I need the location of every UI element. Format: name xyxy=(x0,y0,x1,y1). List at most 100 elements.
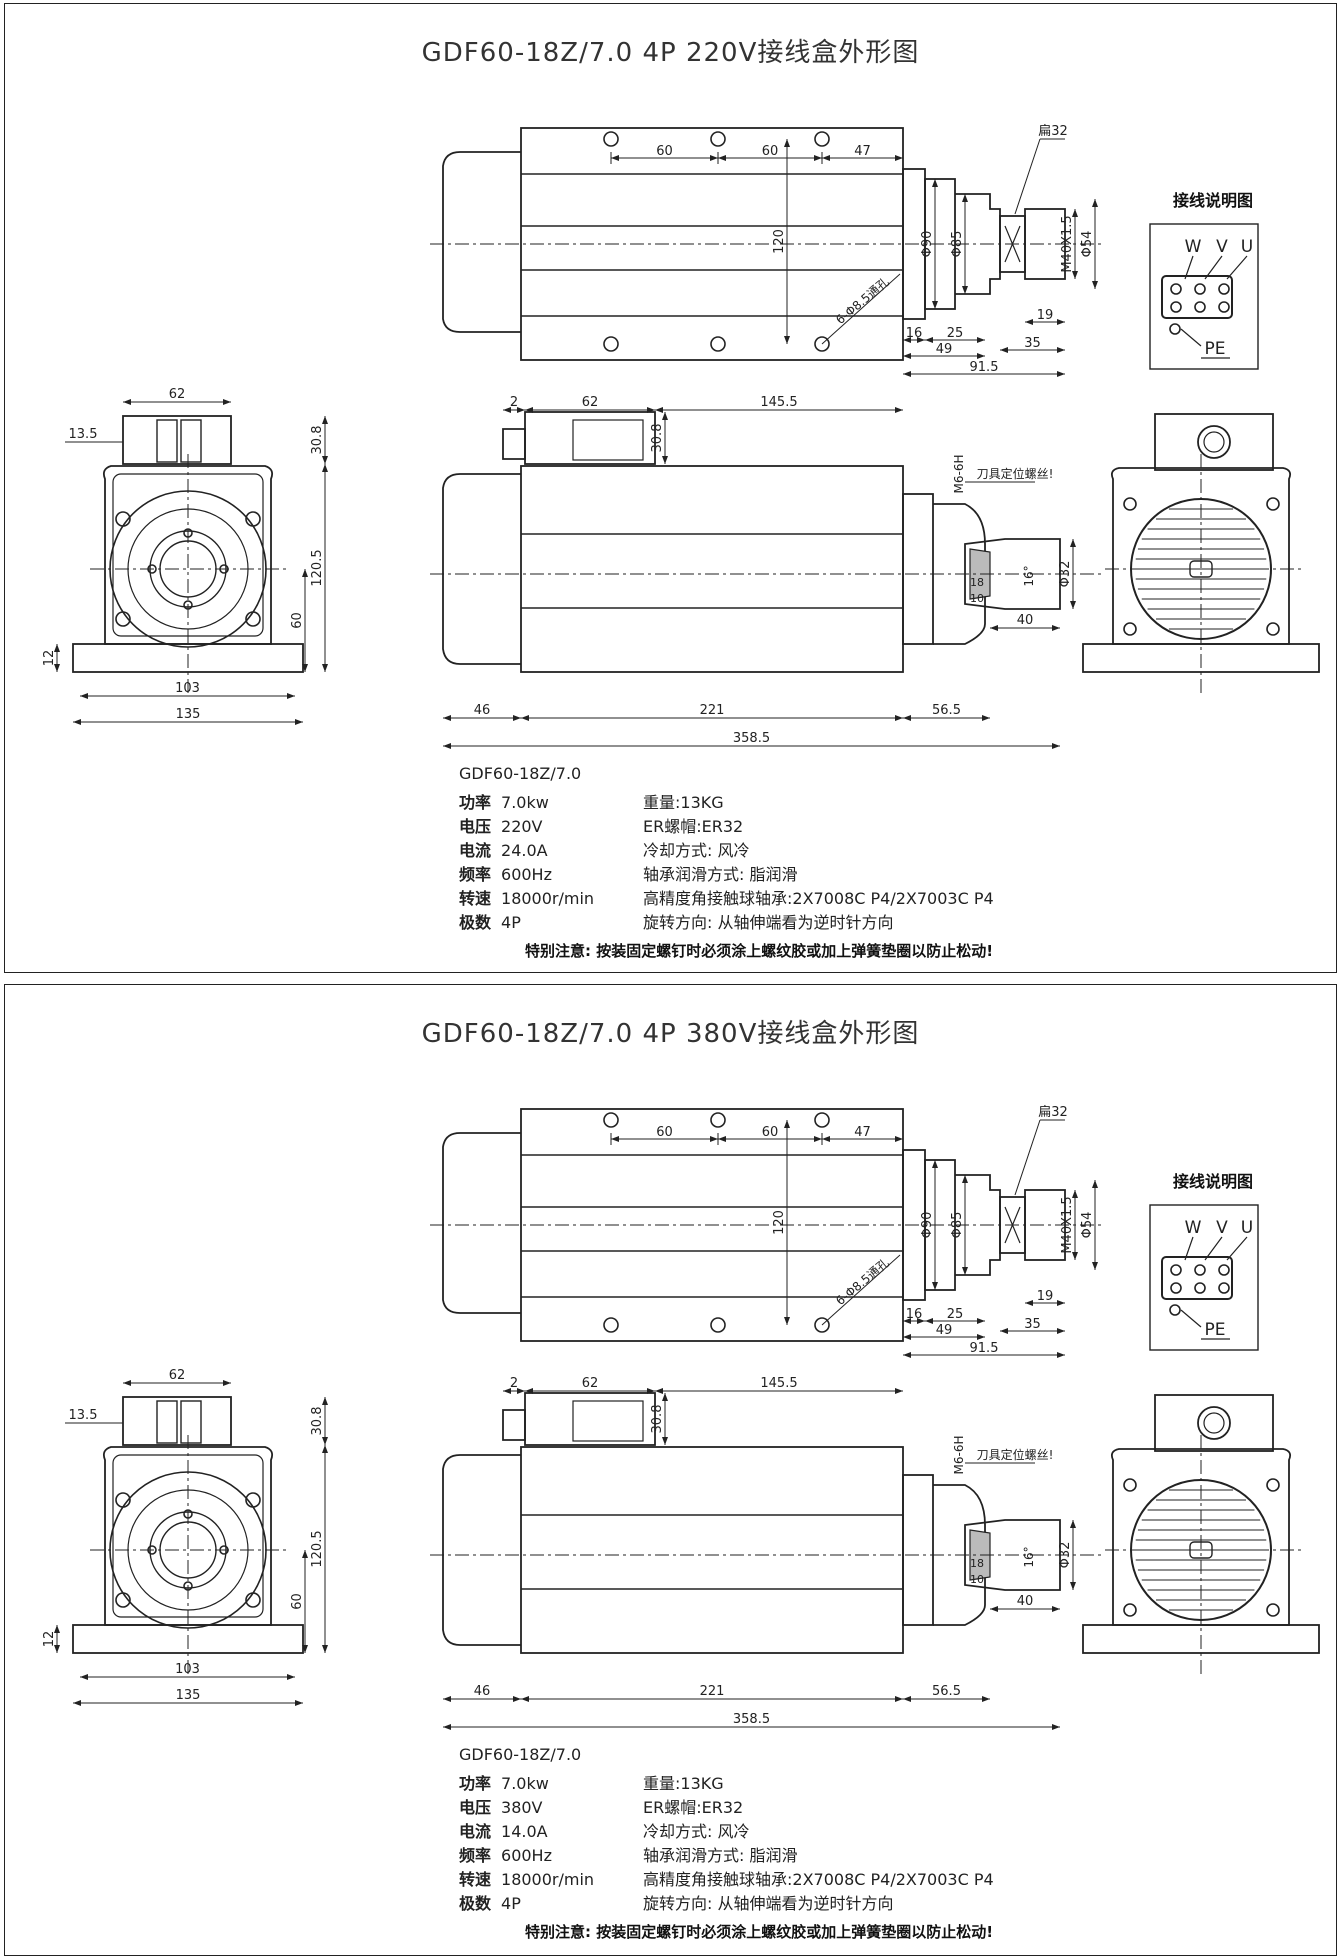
dimension-arrow xyxy=(903,1318,925,1324)
corner-bolt xyxy=(1123,1478,1137,1492)
terminal-screw xyxy=(1170,1264,1182,1276)
dimension-label: 19 xyxy=(1037,1289,1054,1304)
dimension-label: 60 xyxy=(762,144,779,159)
motor-cap-side xyxy=(442,473,521,665)
dimension-label: 35 xyxy=(1024,1317,1041,1332)
terminal-screw xyxy=(1170,1282,1182,1294)
spec-rotation: 旋转方向: 从轴伸端看为逆时针方向 xyxy=(643,913,894,932)
dimension-label: 56.5 xyxy=(932,703,961,718)
front-flange-side xyxy=(902,1474,934,1626)
dimension-label: 120.5 xyxy=(310,1530,325,1567)
corner-bolt xyxy=(1123,622,1137,636)
mount-hole xyxy=(710,1317,726,1333)
spec-bearings: 高精度角接触球轴承:2X7008C P4/2X7003C P4 xyxy=(643,889,994,908)
cable-gland-rear xyxy=(1197,425,1231,459)
dimension-label: 135 xyxy=(176,707,201,722)
dimension-label: 49 xyxy=(936,1323,953,1338)
outline-line xyxy=(1180,328,1202,347)
mount-hole xyxy=(814,336,830,352)
motor-housing-rear xyxy=(1110,467,1292,645)
mount-hole xyxy=(814,1112,830,1128)
outline-line xyxy=(821,1254,901,1326)
dimension-label: 16 xyxy=(906,326,923,341)
corner-bolt xyxy=(245,511,261,527)
outline-line xyxy=(821,273,901,345)
dimension-label: 13.5 xyxy=(69,427,98,442)
dimension-label: 60 xyxy=(762,1125,779,1140)
dimension-label: 30.8 xyxy=(650,1405,665,1434)
dimension-arrow xyxy=(1025,319,1065,325)
mount-hole xyxy=(603,1317,619,1333)
spec-collet-nut: ER螺帽:ER32 xyxy=(643,817,744,836)
junction-box-rear xyxy=(1154,413,1274,471)
dimension-label: 25 xyxy=(947,1307,964,1322)
terminal-lead xyxy=(1184,255,1248,280)
dimension-label: 10 xyxy=(970,592,984,605)
dimension-label: Φ90 xyxy=(920,1212,935,1239)
dimension-arrow xyxy=(54,644,60,672)
corner-bolt xyxy=(245,1492,261,1508)
dimension-label: 62 xyxy=(169,387,186,402)
corner-bolt xyxy=(115,611,131,627)
terminal-screw xyxy=(1170,283,1182,295)
dimension-arrow xyxy=(1025,1300,1065,1306)
dimension-label: 62 xyxy=(582,1376,599,1391)
bearing-housing-top xyxy=(924,178,956,310)
warning-note: 特别注意: 按装固定螺钉时必须涂上螺纹胶或加上弹簧垫圈以防止松动! xyxy=(525,942,994,960)
terminal-screw xyxy=(1194,1264,1206,1276)
dimension-label: 6-Φ8.5通孔 xyxy=(833,1256,891,1308)
dimension-label: Φ32 xyxy=(1058,561,1073,588)
corner-bolt xyxy=(1266,1603,1280,1617)
outline-rect xyxy=(156,1400,178,1444)
dimension-label: 60 xyxy=(656,1125,673,1140)
cable-gland xyxy=(502,428,526,460)
dimension-label: 6-Φ8.5通孔 xyxy=(833,275,891,327)
dimension-label: 40 xyxy=(1017,1594,1034,1609)
dimension-label: 47 xyxy=(854,1125,871,1140)
dimension-label: 60 xyxy=(290,1593,305,1610)
spec-model: GDF60-18Z/7.0 xyxy=(459,1745,582,1764)
terminal-screw xyxy=(1194,1282,1206,1294)
dimension-label: 62 xyxy=(169,1368,186,1383)
spec-weight: 重量:13KG xyxy=(643,1774,724,1793)
dimension-label: 30.8 xyxy=(310,426,325,455)
terminal-label: V xyxy=(1216,237,1228,257)
sheet-title: GDF60-18Z/7.0 4P 380V接线盒外形图 xyxy=(421,1019,920,1049)
dimension-label: 刀具定位螺丝! xyxy=(977,466,1054,481)
dimension-label: 120.5 xyxy=(310,549,325,586)
dimension-arrow xyxy=(1072,209,1078,279)
dimension-label: 60 xyxy=(656,144,673,159)
dimension-label: 49 xyxy=(936,342,953,357)
motor-body-side xyxy=(520,1446,904,1654)
dimension-arrow xyxy=(54,1625,60,1653)
dimension-label: M40X1.5 xyxy=(1060,1196,1075,1253)
dimension-label: 47 xyxy=(854,144,871,159)
ground-icon xyxy=(1169,1304,1181,1316)
dimension-label: 40 xyxy=(1017,613,1034,628)
mount-hole xyxy=(603,1112,619,1128)
mount-hole xyxy=(814,1317,830,1333)
motor-cap-side xyxy=(442,1454,521,1646)
outline-rect xyxy=(180,419,202,463)
cable-gland xyxy=(502,1409,526,1441)
outline-line xyxy=(1014,1119,1041,1196)
terminal-screw xyxy=(1218,1264,1230,1276)
corner-bolt xyxy=(115,1492,131,1508)
dimension-label: 12 xyxy=(42,1631,57,1648)
dimension-label: 120 xyxy=(772,229,787,254)
outline-circle xyxy=(1203,431,1225,453)
dimension-arrow xyxy=(1070,1520,1076,1590)
outline-rect xyxy=(572,419,644,461)
dimension-label: 62 xyxy=(582,395,599,410)
corner-bolt xyxy=(245,1592,261,1608)
